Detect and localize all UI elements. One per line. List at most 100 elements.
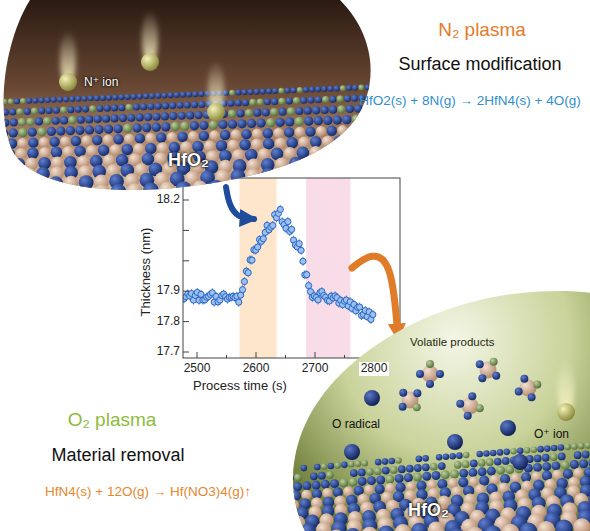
tan-atom [110,144,122,156]
blue-atom [354,105,362,113]
blue-atom [24,108,31,115]
error-bar [268,225,269,234]
data-point [298,247,304,253]
blue-atom [18,178,33,193]
blue-atom [297,147,310,160]
ion-atom [207,103,225,121]
tan-atom [63,146,75,158]
blue-atom [398,465,406,473]
blue-atom [437,479,447,489]
blue-atom [205,91,211,97]
blue-atom [516,506,531,521]
data-point [358,312,364,318]
process-arrow [352,256,398,338]
tan-atom [573,518,590,531]
green-atom [293,97,300,104]
error-bar [321,287,322,296]
error-bar [278,209,279,218]
error-bar [214,298,215,307]
blue-atom [79,175,94,190]
error-bar [310,287,311,296]
blue-atom [318,472,326,480]
blue-atom [312,481,321,490]
tan-atom [134,163,148,177]
tick-label: 18.2 [157,193,180,207]
blue-atom [142,153,155,166]
tan-atom [288,499,299,510]
data-point [228,294,234,300]
green-atom [413,472,422,481]
tan-atom [470,510,485,525]
tan-atom [0,188,12,204]
blue-atom [579,459,588,468]
data-point [311,293,317,299]
ion-atom [59,73,77,91]
green-atom [348,461,355,468]
green-atom [390,466,398,474]
blue-atom [354,486,364,496]
data-point [277,206,283,212]
blue-atom [239,139,251,151]
blue-atom [152,113,160,121]
blue-atom [168,92,174,98]
blue-atom [371,114,380,123]
blue-atom [416,370,424,378]
blue-atom [143,183,159,199]
blue-atom [184,101,191,108]
blue-atom [380,113,389,122]
blue-atom [416,456,423,463]
green-atom [476,404,484,412]
blue-atom [456,400,464,408]
blue-atom [333,487,343,497]
blue-atom [67,106,74,113]
blue-atom [588,492,590,506]
blue-atom [378,525,394,531]
blue-atom [60,116,68,124]
blue-atom [341,462,348,469]
blue-atom [502,457,510,465]
blue-atom [351,95,358,102]
green-atom [287,466,294,473]
tan-atom [343,486,353,496]
blue-atom [345,528,361,531]
green-atom [228,110,236,118]
data-point [336,300,342,306]
blue-atom [382,458,389,465]
blue-atom [476,451,483,458]
blue-atom [140,103,147,110]
tan-atom [448,478,458,488]
error-bar [274,210,275,219]
blue-atom [57,97,63,103]
green-atom [486,458,494,466]
tan-atom [490,475,500,485]
tan-atom [285,524,300,531]
blue-atom [399,389,407,397]
tick-mark [285,355,286,358]
blue-atom [48,176,63,191]
green-atom [349,478,358,487]
inset-content [260,280,590,531]
tan-atom [405,490,416,501]
blue-atom [1,119,9,127]
tan-atom [528,513,544,529]
green-atom [18,128,27,137]
blue-atom [503,449,510,456]
blue-atom [447,503,461,517]
tan-atom [316,126,326,136]
blue-atom [198,91,204,97]
tan-atom [61,186,77,202]
blue-atom [0,99,1,105]
blue-atom [4,148,16,160]
tan-atom [518,498,532,512]
error-bar [342,300,343,309]
blue-atom [94,125,103,134]
data-point [300,258,306,264]
error-bar [289,227,290,236]
blue-atom [223,90,229,96]
tick-mark [197,352,198,358]
blue-atom [162,102,169,109]
error-bar [301,246,302,255]
blue-atom [478,517,494,531]
blue-atom [544,445,551,452]
blue-atom [267,468,274,475]
